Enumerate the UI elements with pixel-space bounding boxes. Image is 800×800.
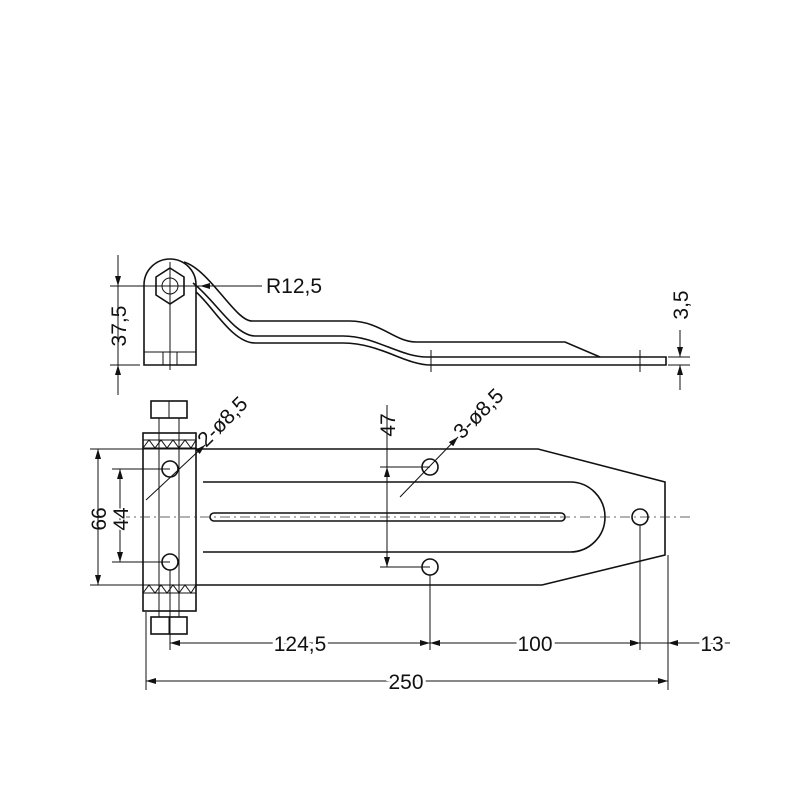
knuckle xyxy=(143,258,197,366)
label-3-holes: 3-ø8,5 xyxy=(449,384,508,443)
dim-44: 44 xyxy=(110,507,133,531)
plan-view: 66 44 47 2-ø8,5 3-ø8,5 124,5 100 13 250 xyxy=(88,384,730,697)
dim-124-5: 124,5 xyxy=(274,633,327,656)
dim-47: 47 xyxy=(377,413,400,436)
strap-profile xyxy=(183,261,601,358)
dim-13: 13 xyxy=(700,633,723,656)
hinge-plate xyxy=(196,448,666,586)
dim-250: 250 xyxy=(388,671,423,694)
dim-3-5: 3,5 xyxy=(670,290,693,319)
side-view: 37,5 R12,5 3,5 xyxy=(108,255,693,395)
dim-100: 100 xyxy=(517,633,552,656)
label-2-holes: 2-ø8,5 xyxy=(193,392,252,451)
dim-66: 66 xyxy=(88,507,111,530)
dim-37-5: 37,5 xyxy=(108,306,131,347)
dim-r12-5: R12,5 xyxy=(266,275,322,298)
